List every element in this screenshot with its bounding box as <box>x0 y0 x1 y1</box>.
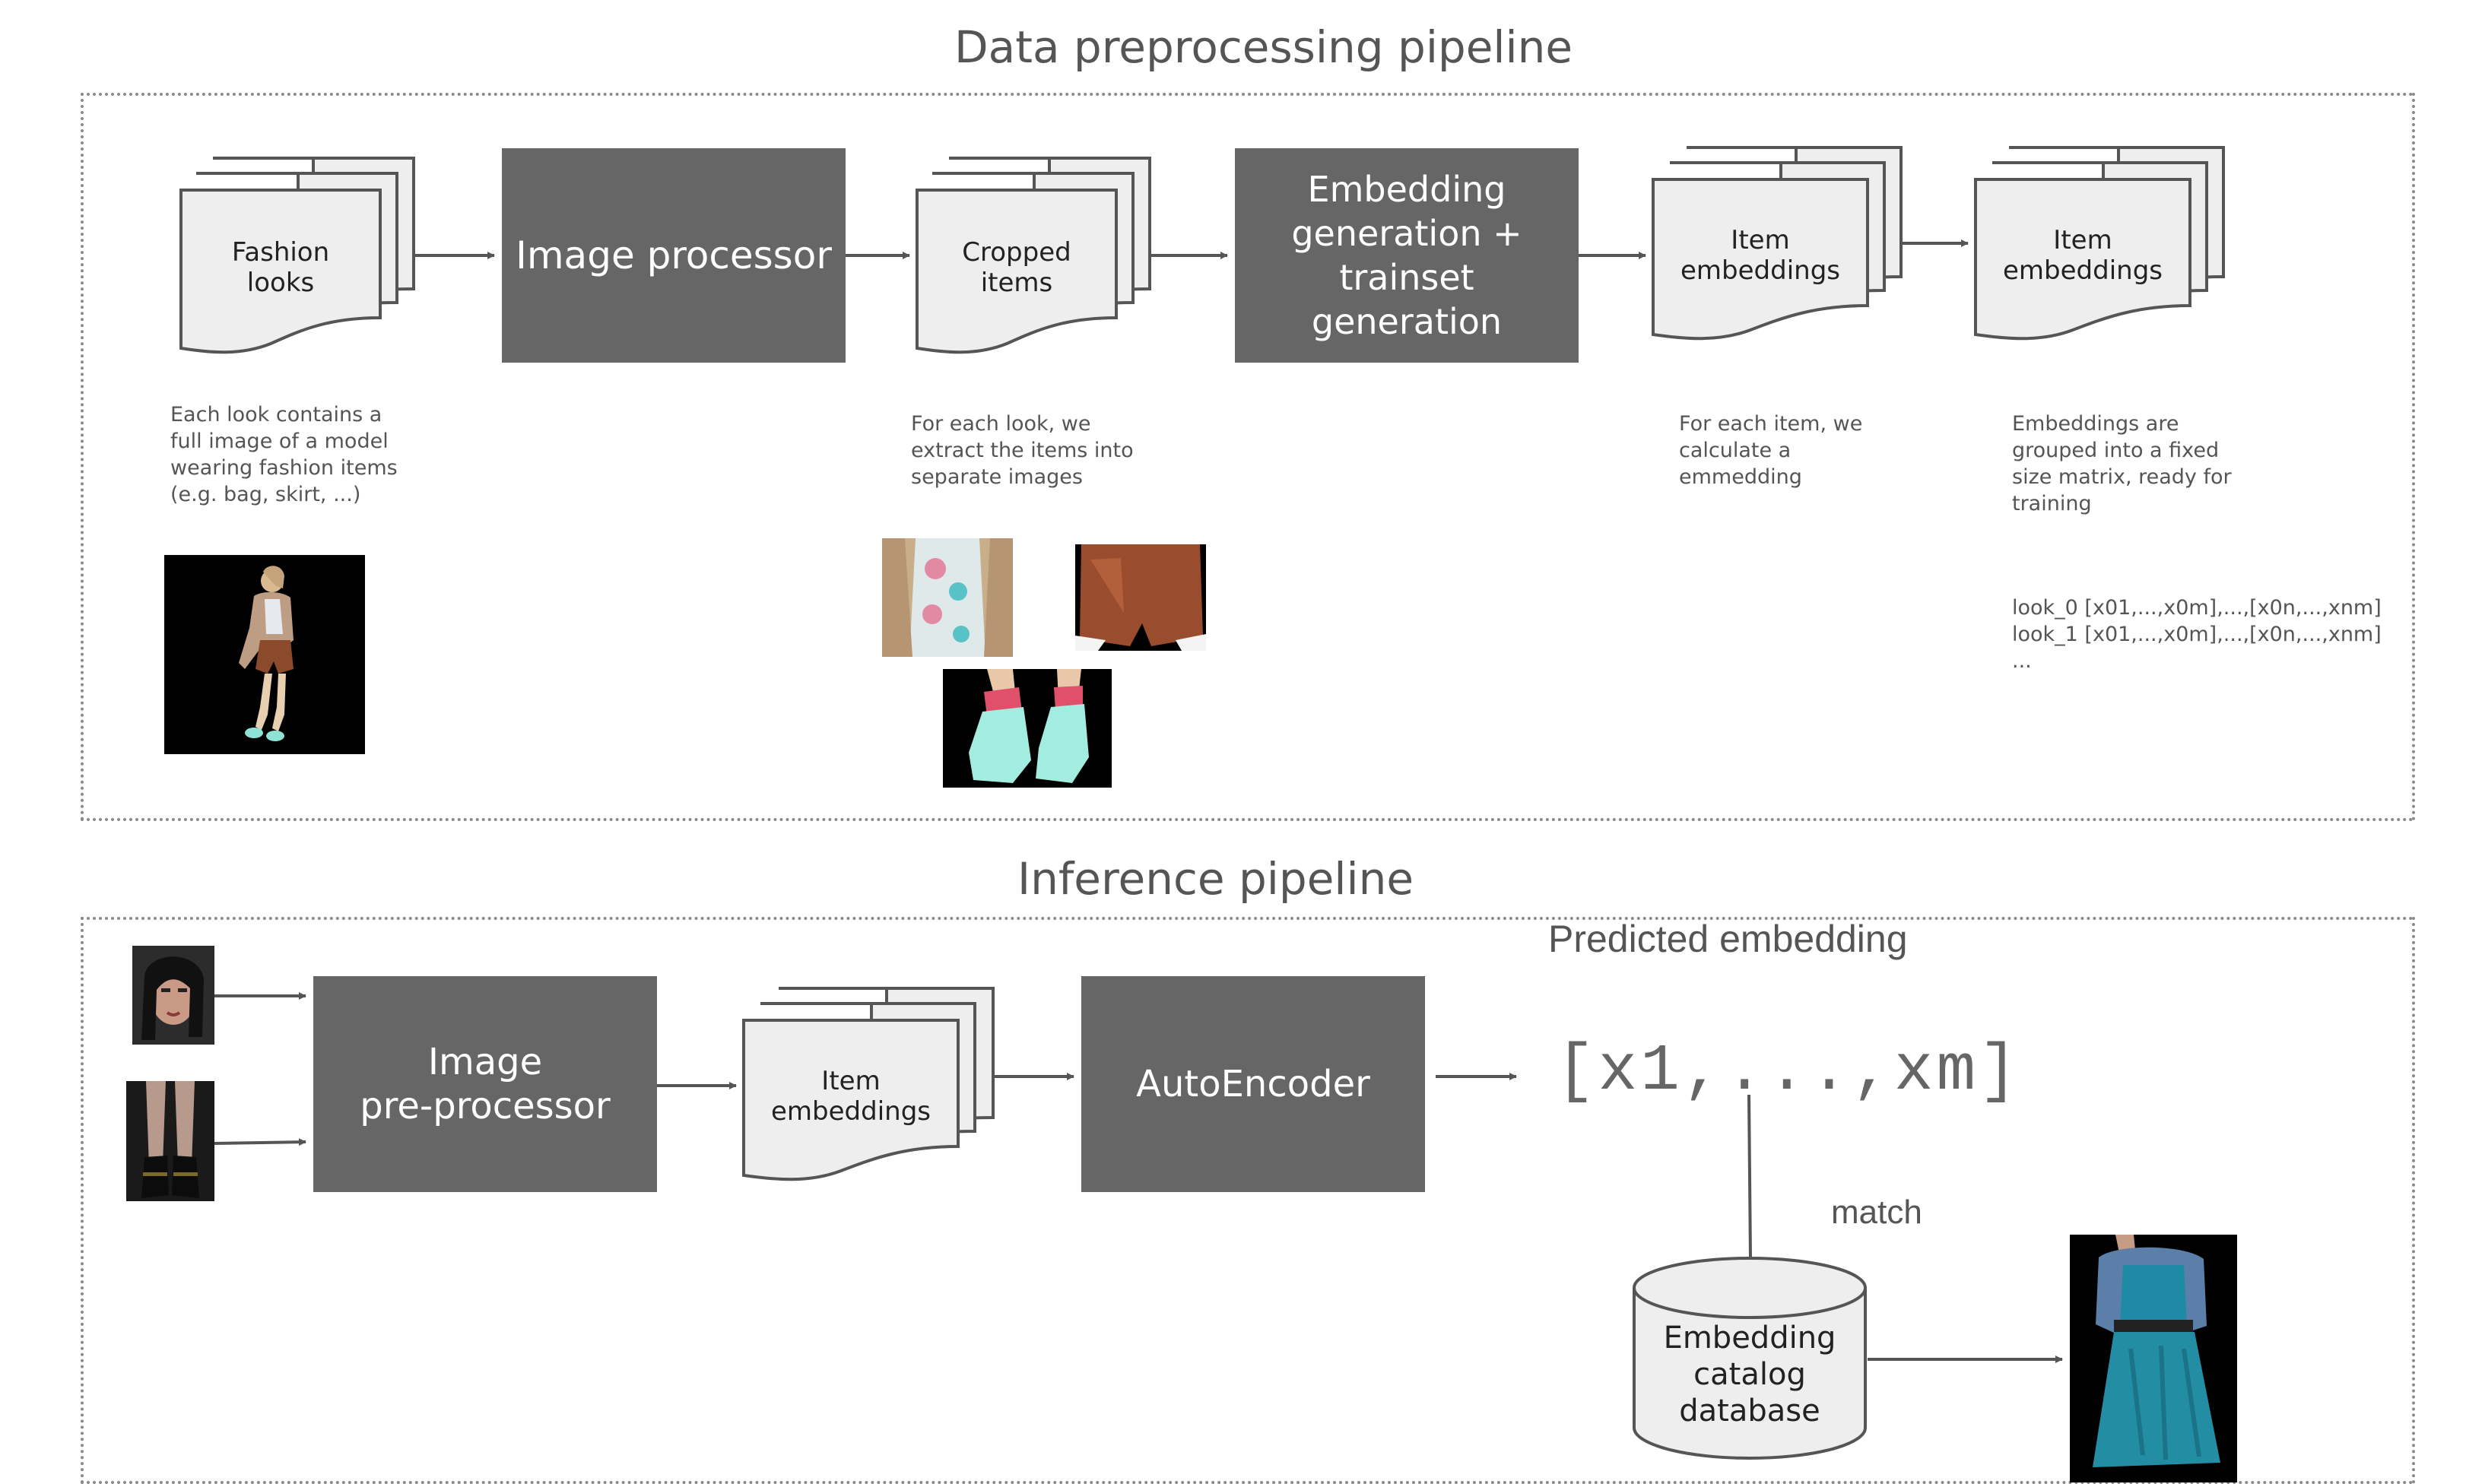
cropped-shorts-image <box>1075 544 1206 651</box>
match-connector-line <box>1747 1094 1752 1260</box>
cropped-shoes-image <box>969 669 1089 783</box>
image-processor-label: Image processor <box>516 233 832 277</box>
cropped-items-label: Cropped items <box>962 237 1071 298</box>
model-figure-image <box>239 566 294 741</box>
database-cylinder-icon <box>1633 1257 1867 1460</box>
item-embeddings-label-1: Item embeddings <box>1680 225 1840 286</box>
fashion-looks-doc-stack: Fashion looks <box>179 157 415 356</box>
preprocessing-section <box>81 93 2415 821</box>
fashion-look-photo <box>164 555 365 754</box>
image-processor-box[interactable]: Image processor <box>502 148 846 363</box>
fashion-looks-label: Fashion looks <box>231 237 330 298</box>
arrow-legs-to-preprocessor <box>214 1138 306 1146</box>
cropped-top-photo <box>882 538 1013 657</box>
note-looks: Each look contains a full image of a mod… <box>170 403 398 506</box>
input-legs-photo <box>126 1081 214 1201</box>
preprocessing-title: Data preprocessing pipeline <box>954 21 1573 73</box>
database-label: Embedding catalog database <box>1663 1321 1836 1429</box>
embedding-generation-box[interactable]: Embedding generation + trainset generati… <box>1235 148 1579 363</box>
predicted-embedding-vector: [x1,...,xm] <box>1556 1034 2021 1108</box>
note-embedding: For each item, we calculate a emmedding <box>1679 412 1863 489</box>
item-embeddings-doc-stack-2: Item embeddings <box>1974 146 2225 342</box>
embedding-generation-label: Embedding generation + trainset generati… <box>1291 169 1522 342</box>
cropped-top-image <box>882 538 1013 657</box>
doc-stack-icon <box>1974 146 2225 341</box>
image-preprocessor-box[interactable]: Image pre-processor <box>313 976 657 1192</box>
cropped-items-doc-stack: Cropped items <box>916 157 1151 356</box>
note-cropped: For each look, we extract the items into… <box>911 412 1134 489</box>
doc-stack-icon <box>179 157 415 354</box>
inference-title: Inference pipeline <box>1017 853 1414 905</box>
matched-dress-image <box>2070 1235 2237 1482</box>
embedding-catalog-database[interactable]: Embedding catalog database <box>1632 1256 1868 1461</box>
inference-item-embeddings-label: Item embeddings <box>771 1066 931 1127</box>
predicted-embedding-label: Predicted embedding <box>1548 918 1908 960</box>
input-legs-image <box>126 1081 214 1201</box>
matched-dress-photo <box>2070 1235 2237 1482</box>
doc-stack-icon <box>1652 146 1903 341</box>
matrix-text: look_0 [x01,...,x0m],...,[x0n,...,xnm] l… <box>2012 596 2382 673</box>
input-face-photo <box>132 946 214 1045</box>
cropped-shoes-photo <box>943 669 1112 788</box>
item-embeddings-doc-stack-1: Item embeddings <box>1652 146 1903 342</box>
input-face-image <box>132 946 214 1045</box>
autoencoder-label: AutoEncoder <box>1136 1063 1370 1105</box>
doc-stack-icon <box>742 987 995 1181</box>
autoencoder-box[interactable]: AutoEncoder <box>1081 976 1425 1192</box>
note-grouped: Embeddings are grouped into a fixed size… <box>2012 412 2232 515</box>
match-label: match <box>1831 1194 1922 1231</box>
item-embeddings-label-2: Item embeddings <box>2003 225 2163 286</box>
cropped-shorts-photo <box>1075 544 1206 651</box>
image-preprocessor-label: Image pre-processor <box>360 1041 611 1127</box>
inference-item-embeddings-doc-stack: Item embeddings <box>742 987 995 1184</box>
doc-stack-icon <box>916 157 1151 354</box>
